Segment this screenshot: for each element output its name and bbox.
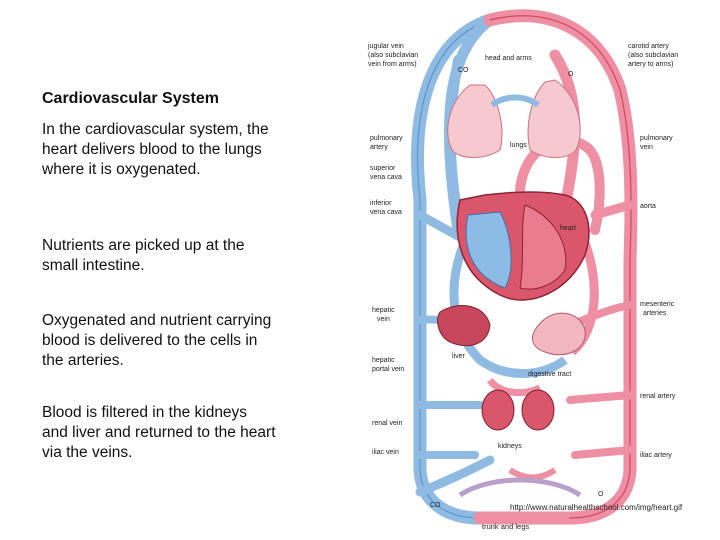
label-pulm-artery-2: artery: [370, 144, 388, 151]
paragraph-nutrients: Nutrients are picked up at the small int…: [42, 237, 245, 274]
slide-title: Cardiovascular System: [42, 90, 219, 107]
label-co2-bottom: CO: [430, 502, 441, 509]
paragraph-heart-lungs: In the cardiovascular system, the heart …: [42, 121, 269, 178]
label-hepatic-vein-1: hepatic: [372, 307, 395, 314]
label-aorta: aorta: [640, 203, 656, 210]
label-ivc-2: vena cava: [370, 209, 402, 216]
label-jugular-3: vein from arms): [368, 61, 417, 68]
label-ivc-1: inferior: [370, 200, 392, 207]
label-digestive: digestive tract: [528, 371, 571, 378]
lungs-illustration: [447, 79, 581, 158]
paragraph-kidneys-liver: Blood is filtered in the kidneys and liv…: [42, 404, 276, 461]
label-co2-top: CO: [458, 67, 469, 74]
source-url: http://www.naturalhealthschool.com/img/h…: [510, 503, 683, 512]
label-hepatic-portal-2: portal vein: [372, 366, 404, 373]
label-renal-vein: renal vein: [372, 420, 402, 427]
label-renal-artery: renal artery: [640, 393, 676, 400]
label-trunk-legs: trunk and legs: [482, 522, 529, 531]
label-pulm-vein-1: pulmonary: [640, 135, 673, 142]
heart-illustration: [456, 191, 590, 301]
digestive-tract-illustration: [532, 312, 586, 356]
label-mesenteric-2: arteries: [643, 310, 667, 317]
label-carotid-2: (also subclavian: [628, 52, 678, 59]
label-pulm-artery-1: pulmonary: [370, 135, 403, 142]
label-pulm-vein-2: vein: [640, 144, 653, 151]
kidneys-illustration: [481, 389, 555, 431]
label-o2-bottom: O: [598, 491, 604, 498]
label-head-arms: head and arms: [485, 55, 532, 62]
label-hepatic-vein-2: vein: [377, 316, 390, 323]
label-hepatic-portal-1: hepatic: [372, 357, 395, 364]
label-mesenteric-1: mesenteric: [640, 301, 675, 308]
label-heart: heart: [560, 225, 576, 232]
circulation-diagram: jugular vein (also subclavian vein from …: [367, 9, 678, 531]
label-lungs: lungs: [510, 142, 527, 149]
liver-illustration: [437, 305, 491, 347]
label-liver: liver: [452, 353, 466, 360]
label-svc-1: superior: [370, 165, 396, 172]
capillary-bed: [458, 477, 582, 498]
label-iliac-artery: iliac artery: [640, 452, 672, 459]
label-kidneys: kidneys: [498, 443, 522, 450]
label-svc-2: vena cava: [370, 174, 402, 181]
label-o2-top: O: [568, 71, 574, 78]
label-carotid-1: carotid artery: [628, 43, 669, 50]
paragraph-arteries: Oxygenated and nutrient carrying blood i…: [42, 312, 272, 369]
diagram-labels: jugular vein (also subclavian vein from …: [367, 43, 678, 531]
label-iliac-vein: iliac vein: [372, 449, 399, 456]
label-jugular-2: (also subclavian: [368, 52, 418, 59]
label-carotid-3: artery to arms): [628, 61, 674, 68]
arterial-system: [473, 9, 638, 525]
label-jugular-1: jugular vein: [367, 43, 404, 50]
